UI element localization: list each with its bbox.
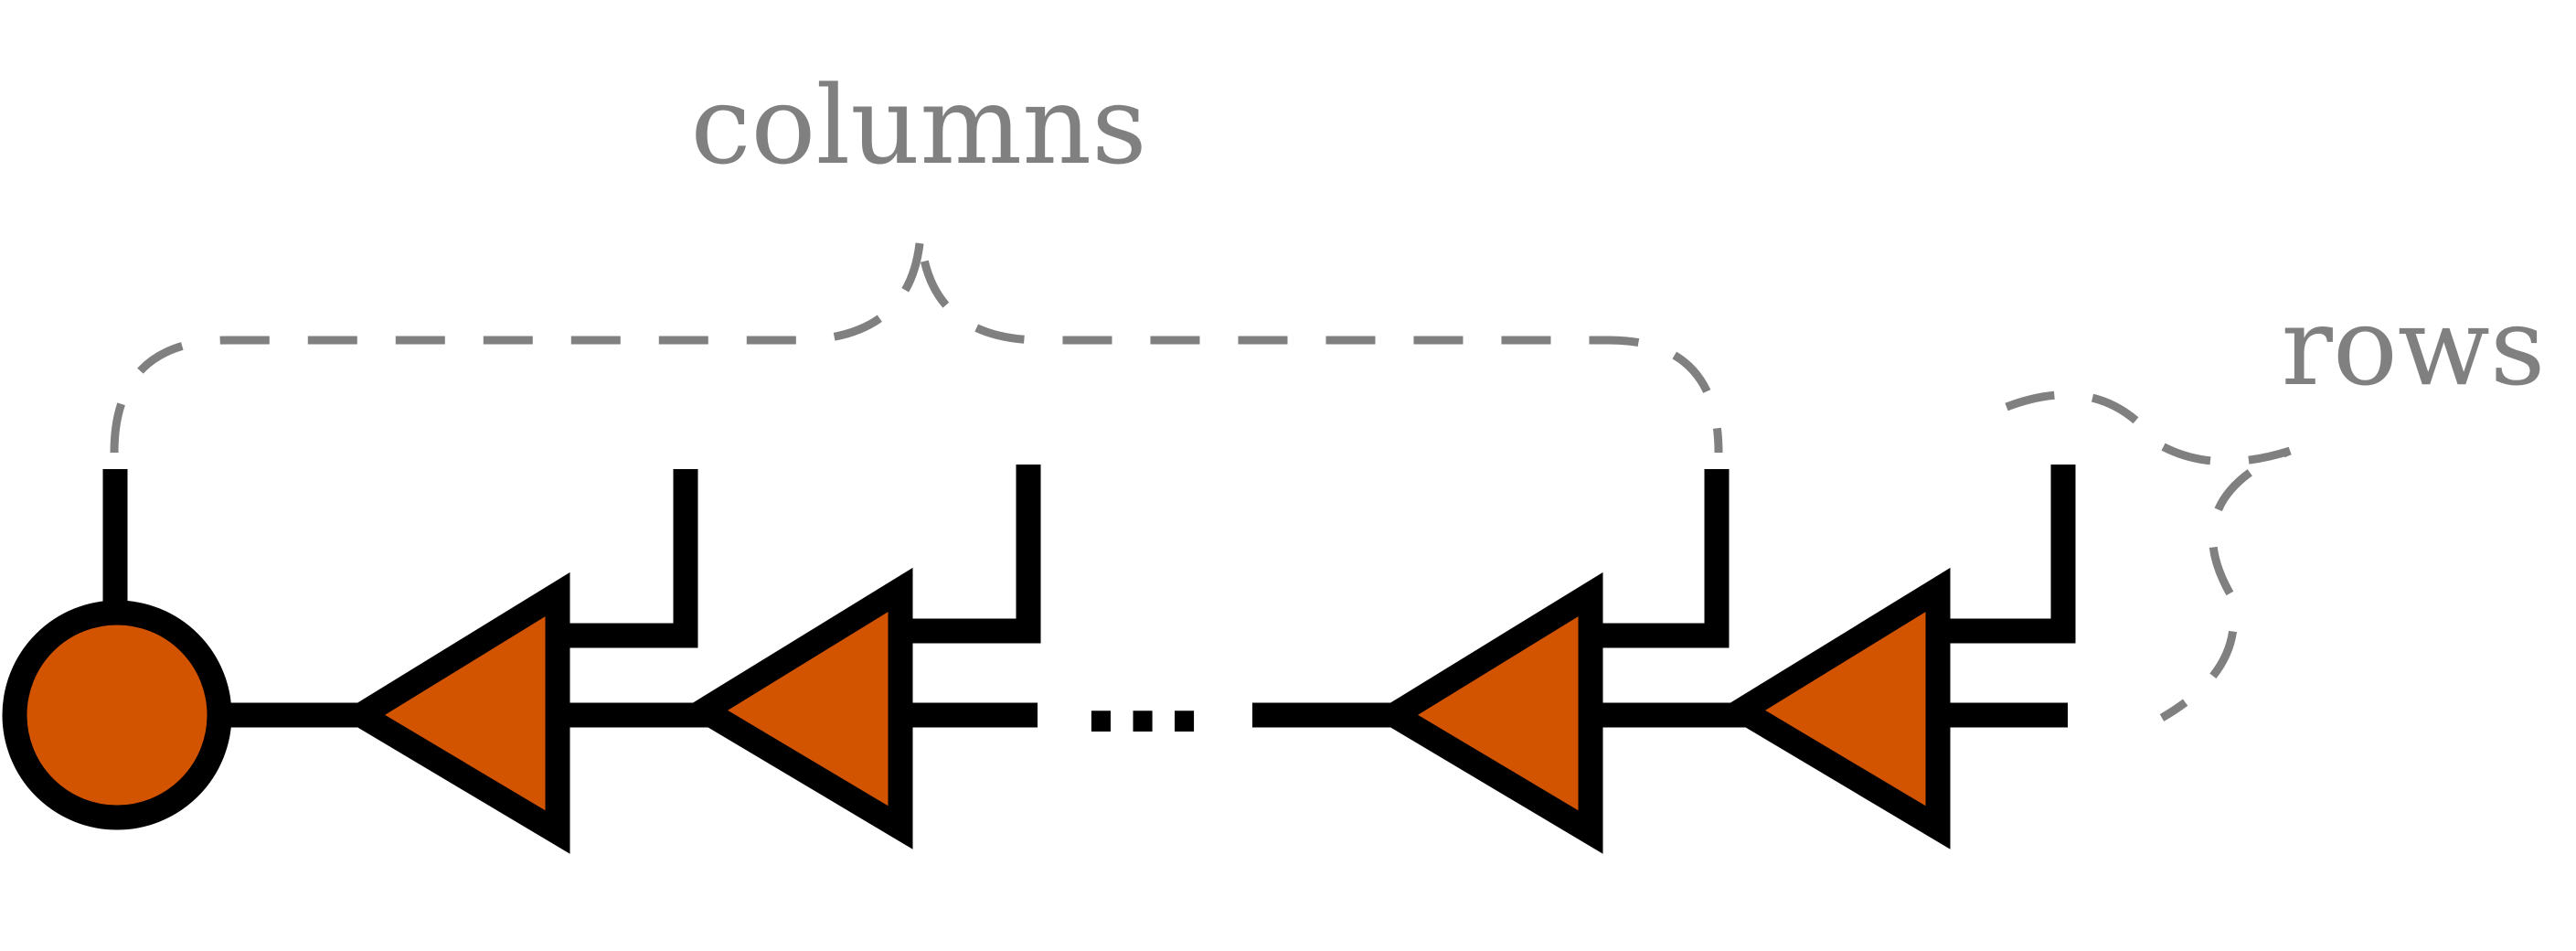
columns-label: columns [690, 62, 1146, 188]
site-tensors [336, 567, 1951, 854]
columns-brace [110, 232, 1723, 454]
site-tensor-1 [336, 572, 570, 854]
ellipsis: ... [1080, 631, 1206, 758]
site-tensor-2 [679, 567, 913, 849]
site-legs [562, 465, 2076, 648]
rows-brace [2005, 390, 2292, 721]
start-node [2, 600, 232, 830]
site-tensor-3 [1369, 572, 1603, 854]
rows-label: rows [2281, 283, 2545, 410]
site-tensor-4 [1717, 567, 1951, 849]
